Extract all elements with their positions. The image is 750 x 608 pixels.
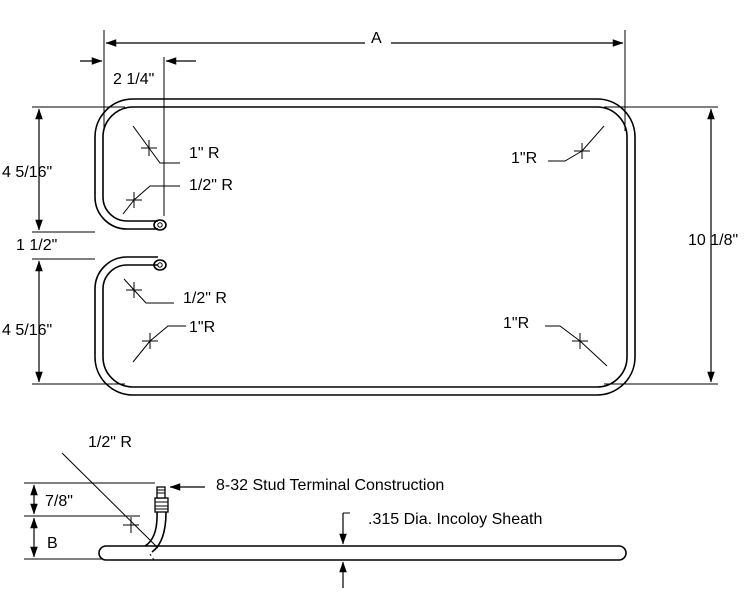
dim-lower-leg-label: 4 5/16" — [2, 322, 52, 339]
dim-overall-height-label: 10 1/8" — [688, 232, 738, 249]
dim-return-leg-label: 2 1/4" — [113, 71, 154, 88]
radius-bottom-left-inner-label: 1/2" R — [183, 290, 227, 307]
radius-top-left-outer-label: 1" R — [189, 145, 220, 162]
dim-b-label: B — [47, 535, 58, 552]
radius-top-right-label: 1"R — [511, 150, 537, 167]
dim-upper-leg-label: 4 5/16" — [2, 164, 52, 181]
dimension-overall-height — [604, 106, 718, 385]
plan-view: A 2 1/4" 4 5/16" 1 1/2" 4 5/16" 10 1/8" … — [2, 28, 738, 396]
tube-end-lower — [153, 259, 167, 271]
terminal-label: 8-32 Stud Terminal Construction — [216, 477, 444, 494]
dim-a-label: A — [371, 30, 382, 47]
dimension-return-leg — [80, 57, 196, 216]
radius-leaders — [122, 125, 608, 367]
radius-bottom-right-label: 1"R — [503, 315, 529, 332]
element-tube-outline — [94, 98, 636, 396]
sheath-diameter-dimension — [339, 512, 350, 588]
terminal-riser — [144, 486, 169, 561]
side-view: 1/2" R 8-32 Stud Terminal Construction .… — [24, 434, 627, 588]
dimension-left-stack — [32, 106, 125, 385]
dim-gap-label: 1 1/2" — [16, 237, 57, 254]
radius-top-left-inner-label: 1/2" R — [189, 177, 233, 194]
dimension-side-stack — [24, 482, 155, 560]
side-radius-marks — [61, 452, 159, 549]
dimension-a — [103, 30, 626, 131]
sheath-label: .315 Dia. Incoloy Sheath — [368, 511, 542, 528]
radius-bottom-left-outer-label: 1"R — [189, 319, 215, 336]
tube-end-upper — [153, 219, 167, 231]
side-radius-label: 1/2" R — [88, 434, 132, 451]
sheath-tube — [98, 545, 627, 561]
dim-terminal-height-label: 7/8" — [45, 493, 73, 510]
